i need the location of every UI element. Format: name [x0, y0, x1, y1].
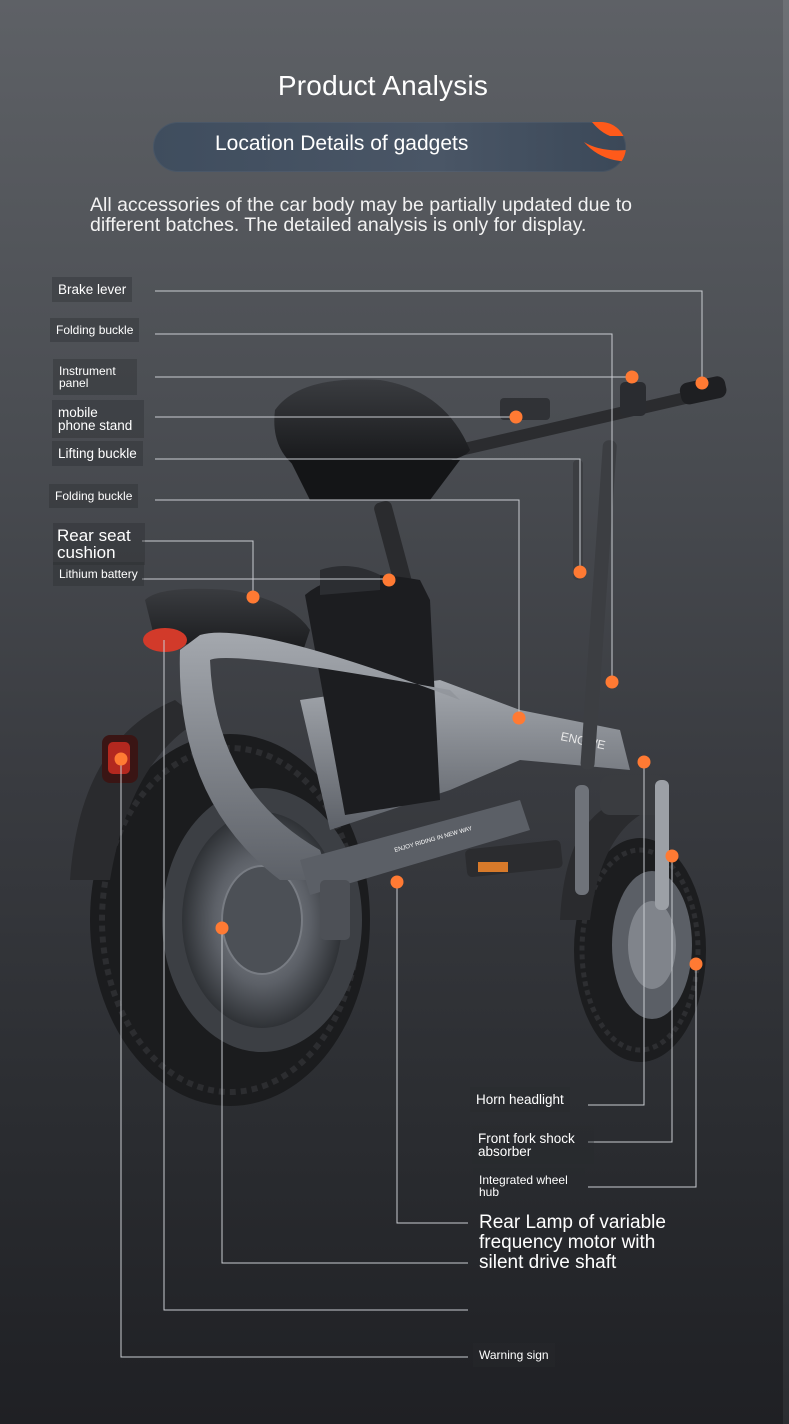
rear-wheel — [90, 734, 370, 1106]
folding-buckle-mid-leader — [155, 499, 520, 718]
brake-lever-leader — [155, 290, 703, 383]
handlebar — [454, 384, 726, 456]
callout-rear-seat-cushion: Rear seat cushion — [53, 523, 145, 565]
main-seat — [274, 379, 470, 470]
marker-battery — [382, 573, 396, 587]
marker-folding-buckle-top — [605, 675, 619, 689]
fork-crown — [600, 775, 666, 815]
fork-leg-rear — [575, 785, 589, 895]
marker-warning-sign — [114, 752, 128, 766]
tail-light-leader — [163, 640, 468, 1311]
callout-mobile-phone-stand: mobile phone stand — [52, 400, 144, 438]
lifting-buckle-leader — [155, 458, 581, 572]
rear-lamp-motor-leader — [396, 882, 468, 1224]
battery-pack — [305, 575, 440, 815]
page-title: Product Analysis — [277, 70, 489, 101]
right-grip — [679, 376, 727, 405]
rear-fender — [70, 700, 200, 880]
marker-motor — [215, 921, 229, 935]
marker-brake-lever — [695, 376, 709, 390]
callout-lifting-buckle: Lifting buckle — [52, 441, 143, 466]
callout-horn-headlight: Horn headlight — [470, 1087, 570, 1112]
rear-seat-leader — [142, 540, 254, 597]
callout-lithium-battery: Lithium battery — [53, 562, 144, 586]
callout-folding-buckle-mid: Folding buckle — [49, 484, 139, 508]
rear-tail-light — [143, 628, 187, 652]
marker-drive-shaft — [390, 875, 404, 889]
swing-arm — [300, 800, 530, 895]
instrument-display — [620, 382, 646, 416]
marker-front-fork — [665, 849, 679, 863]
motor-bracket — [320, 880, 350, 940]
seat-underside — [290, 460, 460, 500]
callout-warning-sign: Warning sign — [473, 1343, 555, 1367]
section-pill-label: Location Details of gadgets — [215, 132, 469, 155]
section-pill: Location Details of gadgets — [153, 122, 626, 172]
marker-horn-headlight — [637, 755, 651, 769]
callout-integrated-wheel-hub: Integrated wheel hub — [473, 1168, 585, 1204]
folding-buckle-top-leader — [155, 333, 613, 682]
rear-rack — [179, 632, 461, 880]
marker-wheel-hub — [689, 957, 703, 971]
callout-folding-buckle-top: Folding buckle — [50, 318, 140, 342]
orange-accent-icon — [584, 122, 626, 162]
pedal-reflector — [478, 862, 508, 872]
intro-text: All accessories of the car body may be p… — [90, 194, 632, 236]
warning-sign-leader — [120, 759, 468, 1358]
fork-leg — [655, 780, 669, 910]
motor-hub-leader — [221, 928, 468, 1264]
wheel-hub-leader — [588, 964, 697, 1188]
callout-instrument-panel: Instrument panel — [53, 359, 137, 395]
steering-stem — [580, 440, 617, 770]
callout-brake-lever: Brake lever — [52, 277, 133, 302]
horn-headlight-leader — [588, 762, 645, 1106]
marker-lifting-buckle — [573, 565, 587, 579]
marker-folding-buckle-mid — [512, 711, 526, 725]
callout-rear-lamp-motor: Rear Lamp of variable frequency motor wi… — [479, 1212, 666, 1273]
marker-phone-stand — [509, 410, 523, 424]
battery-handle — [320, 566, 380, 595]
marker-instrument-panel — [625, 370, 639, 384]
callout-front-fork: Front fork shock absorber — [472, 1126, 594, 1164]
marker-rear-seat — [246, 590, 260, 604]
front-fork-leader — [588, 856, 673, 1143]
